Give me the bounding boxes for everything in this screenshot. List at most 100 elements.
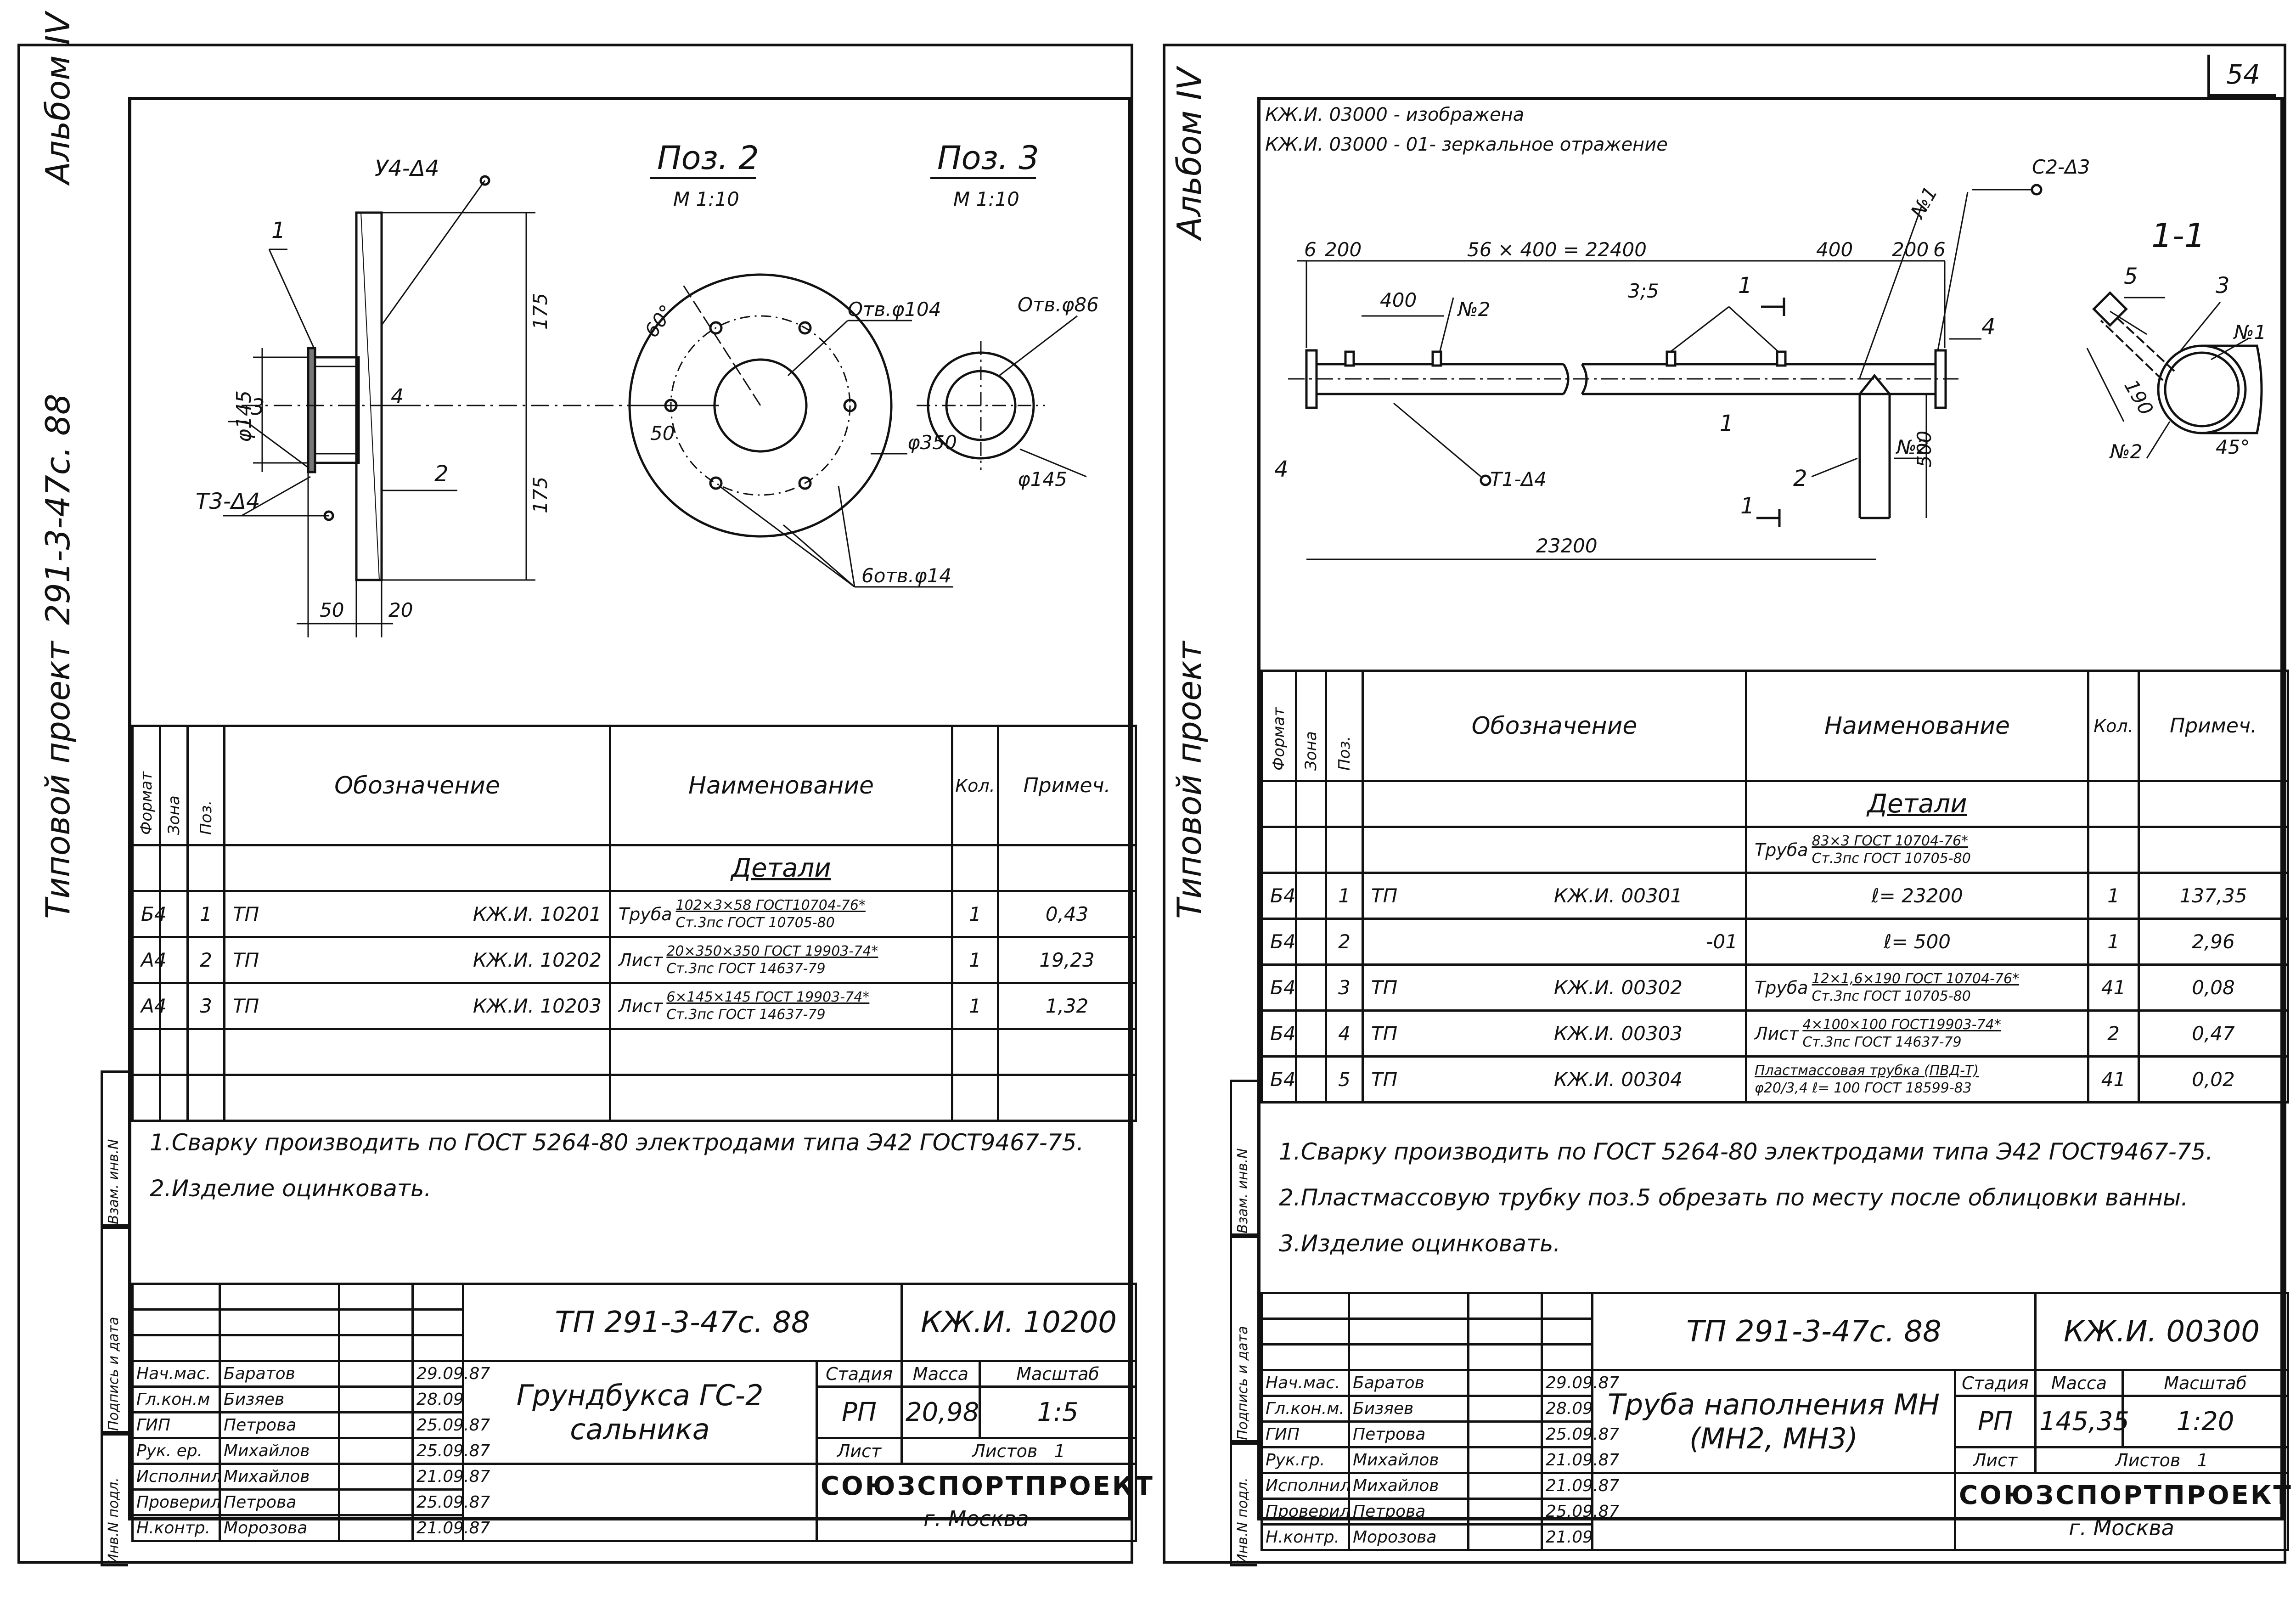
dia-145-ring: φ145 xyxy=(1018,468,1067,490)
pos3-scale: М 1:10 xyxy=(953,188,1019,210)
callout-1: 1 xyxy=(271,218,286,243)
stamp-inv-right: Инв.N подл. xyxy=(1230,1442,1257,1566)
tb-code-right: КЖ.И. 00300 xyxy=(2034,1292,2289,1371)
dim-45: 45° xyxy=(2216,436,2250,458)
dim-200: 200 xyxy=(1325,238,1362,261)
page-number: 54 xyxy=(2207,55,2276,97)
stamp-vzam-right: Взам. инв.N xyxy=(1230,1080,1257,1236)
section-pipe-outer xyxy=(2157,344,2247,434)
header-format-right: Формат xyxy=(1261,670,1297,782)
label-35: 3;5 xyxy=(1628,280,1659,302)
callout-5-right: 5 xyxy=(2124,264,2138,289)
callout-1-right: 1 xyxy=(1720,411,1734,436)
dim-175-top: 175 xyxy=(529,293,551,330)
header-qty: Кол. xyxy=(951,725,999,846)
dim-145: φ145 xyxy=(232,390,256,442)
dim-6: 6 xyxy=(1304,238,1317,261)
section-title: 1-1 xyxy=(2151,216,2206,255)
dim-190: 190 xyxy=(2120,376,2158,419)
section-mark-1: 1 xyxy=(1738,273,1752,298)
header-designation: Обозначение xyxy=(223,725,611,846)
weld-u4: У4-Δ4 xyxy=(375,156,439,181)
note-3-right: 3.Изделие оцинковать. xyxy=(1279,1230,1561,1257)
dim-175-bottom: 175 xyxy=(529,477,551,513)
tb-tp-right: ТП 291-3-47с. 88 xyxy=(1591,1292,2037,1371)
tb-stage-right: РП xyxy=(1954,1395,2037,1448)
tb-city: г. Москва xyxy=(923,1506,1029,1531)
weld-t3: Т3-Δ4 xyxy=(196,489,260,514)
section-mark-2: 1 xyxy=(1740,493,1755,519)
stamp-podpis-right: Подпись и дата xyxy=(1230,1236,1257,1442)
dim-60deg: 60° xyxy=(640,301,678,342)
callout-4-plate: 4 xyxy=(1981,314,1996,340)
right-technical-drawing: КЖ.И. 03000 - изображена КЖ.И. 03000 - 0… xyxy=(1265,104,2266,560)
weld-c2: С2-Δ3 xyxy=(2032,156,2090,178)
section-pipe-inner xyxy=(2164,351,2240,428)
tb-mass: 20,98 xyxy=(900,1385,981,1439)
dim-50: 50 xyxy=(320,599,344,621)
dim-main: 56 × 400 = 22400 xyxy=(1467,238,1647,261)
weld-t1: Т1-Δ4 xyxy=(1490,468,1547,490)
note-2-right: 2.Пластмассовую трубку поз.5 обрезать по… xyxy=(1279,1184,2189,1211)
section-n2: №2 xyxy=(2109,440,2142,463)
callout-3: 3 xyxy=(251,394,265,420)
pos2-title: Поз. 2 xyxy=(657,139,759,177)
dim-6-right: 6 xyxy=(1933,238,1946,261)
note-1: 1.Сварку производить по ГОСТ 5264-80 эле… xyxy=(150,1129,1084,1156)
header-note-right: Примеч. xyxy=(2138,670,2289,782)
project-code: 291-3-47с. 88 xyxy=(39,394,77,625)
section-title-right: Детали xyxy=(1745,780,2089,828)
header-note: Примеч. xyxy=(997,725,1137,846)
header-name: Наименование xyxy=(609,725,953,846)
note-2: 2.Изделие оцинковать. xyxy=(150,1175,432,1202)
album-label-right: Альбом IV xyxy=(1170,68,1209,239)
left-notes: 1.Сварку производить по ГОСТ 5264-80 эле… xyxy=(150,1120,1128,1211)
left-frame: Поз. 2 М 1:10 Поз. 3 М 1:10 У4-Δ4 Т3-Δ4 … xyxy=(128,97,1154,1542)
callout-2-right: 2 xyxy=(1793,466,1807,491)
dim-20: 20 xyxy=(388,599,413,621)
table-row: Б4 2 -01 ℓ= 500 1 2,96 xyxy=(1261,918,2289,966)
tb-org: СОЮЗСПОРТПРОЕКТ xyxy=(821,1471,1154,1501)
hole-104: Отв.φ104 xyxy=(848,298,941,321)
right-notes: 1.Сварку производить по ГОСТ 5264-80 эле… xyxy=(1279,1129,2280,1267)
n2-label: №2 xyxy=(1457,298,1490,321)
right-title-block: ТП 291-3-47с. 88 КЖ.И. 00300 Нач.мас.Бар… xyxy=(1261,1292,2291,1551)
dim-500: 500 xyxy=(1913,431,1936,467)
header-zone: Зона xyxy=(159,725,189,846)
dim-400-right: 400 xyxy=(1816,238,1853,261)
tb-scale-right: 1:20 xyxy=(2122,1395,2289,1448)
stamp-podpis: Подпись и дата xyxy=(101,1227,128,1433)
stamp-inv: Инв.N подл. xyxy=(101,1433,128,1566)
left-drawing-sheet: Альбом IV 291-3-47с. 88 Типовой проект В… xyxy=(17,12,1154,1566)
callout-4: 4 xyxy=(391,385,404,408)
section-title: Детали xyxy=(609,844,953,892)
tb-name: Грундбукса ГС-2 сальника xyxy=(462,1360,818,1465)
stamp-vzam: Взам. инв.N xyxy=(101,1070,128,1227)
tb-tp: ТП 291-3-47с. 88 xyxy=(462,1283,903,1362)
left-spec-table: Формат Зона Поз. Обозначение Наименовани… xyxy=(131,725,1137,1122)
project-type: Типовой проект xyxy=(39,641,77,919)
header-name-right: Наименование xyxy=(1745,670,2089,782)
legend-2: КЖ.И. 03000 - 01- зеркальное отражение xyxy=(1265,134,1668,155)
right-spec-table: Формат Зона Поз. Обозначение Наименовани… xyxy=(1261,670,2289,1104)
tb-scale: 1:5 xyxy=(979,1385,1137,1439)
dim-50-flange: 50 xyxy=(650,422,675,445)
tb-mass-right: 145,35 xyxy=(2034,1395,2129,1448)
flange-plate-side xyxy=(355,211,383,581)
